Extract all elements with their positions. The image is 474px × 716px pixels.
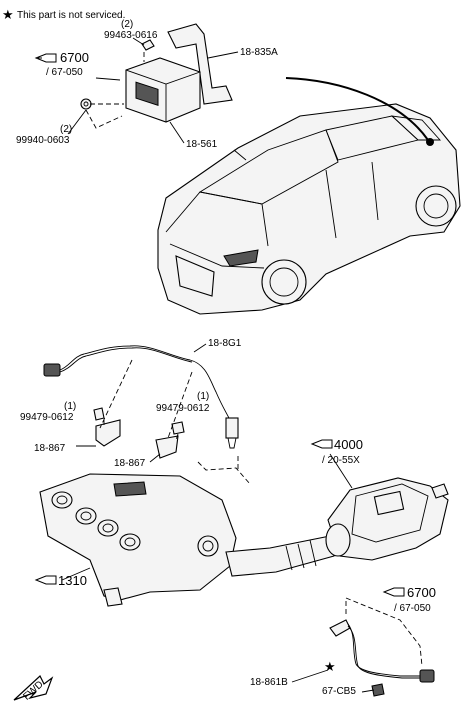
part-number-18561: 18-561 <box>186 139 218 150</box>
pointing-hand-icon <box>34 575 57 585</box>
qty-99479-left: (1) <box>64 401 76 412</box>
bolt-99463 <box>141 39 155 51</box>
ref-1310: 1310 <box>58 573 87 588</box>
vehicle-illustration <box>157 77 461 315</box>
part-number-18835A: 18-835A <box>240 47 278 58</box>
legend: ★ This part is not serviced. <box>2 7 125 22</box>
part-number-18861B: 18-861B <box>250 677 288 688</box>
fwd-arrow-icon: FWD <box>13 675 54 703</box>
bolt-99479-right <box>171 421 185 435</box>
part-number-99479-left: 99479-0612 <box>20 412 74 423</box>
qty-99940: (2) <box>60 124 72 135</box>
ref-6700-bottom: 6700 <box>407 585 436 600</box>
module-body <box>125 57 201 123</box>
ref-2055X: / 20-55X <box>322 455 360 466</box>
catalytic-converter <box>325 453 449 561</box>
star-icon: ★ <box>324 659 336 674</box>
part-number-67CB5: 67-CB5 <box>322 686 356 697</box>
ref-6700-top: 6700 <box>60 50 89 65</box>
bolt-99479-left <box>93 407 105 421</box>
part-number-99479-right: 99479-0612 <box>156 403 210 414</box>
pointing-hand-icon <box>310 439 333 449</box>
bracket-18867-mid <box>155 435 179 459</box>
oxygen-sensor-front <box>43 343 239 463</box>
part-number-18867-left: 18-867 <box>34 443 66 454</box>
ref-4000: 4000 <box>334 437 363 452</box>
module-assembly <box>67 23 239 144</box>
sensor-connector <box>43 363 61 377</box>
pointing-hand-icon <box>382 587 405 597</box>
pointing-hand-icon <box>34 53 57 63</box>
part-number-188G1: 18-8G1 <box>208 338 242 349</box>
module-bracket <box>167 23 233 105</box>
part-number-18867-mid: 18-867 <box>114 458 146 469</box>
ref-67050-bottom: / 67-050 <box>394 603 431 614</box>
part-number-99940: 99940-0603 <box>16 135 70 146</box>
exhaust-manifold <box>39 456 335 607</box>
qty-99463: (2) <box>121 19 133 30</box>
part-number-99463: 99463-0616 <box>104 30 158 41</box>
ref-67050-top: / 67-050 <box>46 67 83 78</box>
clip-67CB5 <box>371 683 385 697</box>
oxygen-sensor-rear <box>291 597 435 697</box>
nut-99940 <box>80 98 92 110</box>
legend-text: This part is not serviced. <box>17 10 125 21</box>
bracket-18867-left <box>95 419 121 447</box>
qty-99479-right: (1) <box>197 391 209 402</box>
star-icon: ★ <box>2 7 14 22</box>
